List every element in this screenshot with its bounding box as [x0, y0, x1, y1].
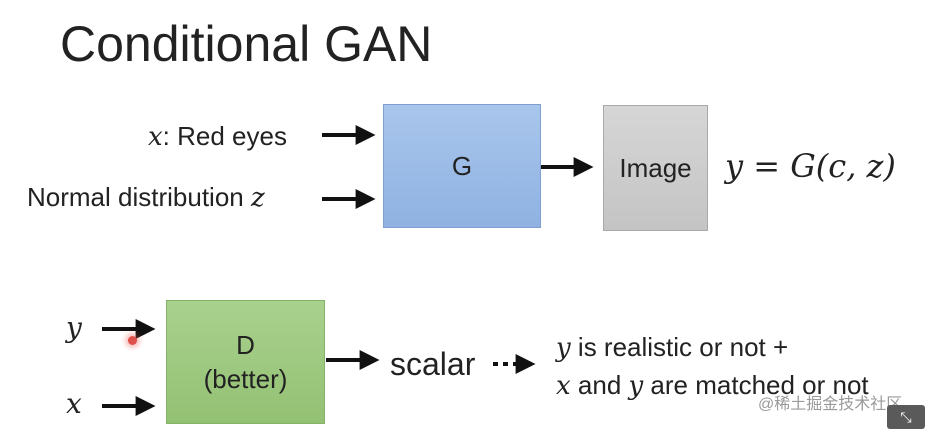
input-x-label: x: Red eyes [148, 120, 287, 153]
image-box: Image [603, 105, 708, 231]
result-line-2-mid: and [570, 370, 629, 400]
watermark: @稀土掘金技术社区 [758, 396, 903, 413]
input-x-var: x [148, 122, 163, 152]
generator-equation: y = G(c, z) [725, 150, 896, 182]
cursor-dot-icon [128, 336, 137, 345]
discriminator-label: D [236, 330, 255, 360]
result-line-1: y is realistic or not + [556, 331, 788, 364]
result-line-2: x and y are matched or not [556, 369, 869, 402]
input-x-var-d: x [66, 387, 82, 420]
result-x-var: x [556, 371, 571, 401]
discriminator-sublabel: (better) [203, 364, 288, 394]
generator-label: G [451, 151, 473, 181]
result-y-var-2: y [628, 371, 644, 401]
discriminator-box: D (better) [166, 300, 325, 424]
input-x-text: : Red eyes [162, 121, 287, 151]
input-z-var: z [250, 183, 265, 213]
result-y-var: y [556, 333, 571, 363]
generator-box: G [383, 104, 541, 228]
input-z-label: Normal distribution z [27, 181, 265, 214]
scalar-label: scalar [390, 346, 476, 382]
result-line-1-text: is realistic or not + [570, 332, 789, 362]
result-line-2-text: are matched or not [643, 370, 869, 400]
image-label: Image [619, 153, 692, 183]
page-title: Conditional GAN [60, 16, 433, 72]
input-z-text: Normal distribution [27, 182, 251, 212]
equation-text: y = G(c, z) [725, 147, 896, 185]
fullscreen-icon[interactable]: ⤡ [887, 405, 925, 429]
input-y-var: y [66, 311, 82, 344]
